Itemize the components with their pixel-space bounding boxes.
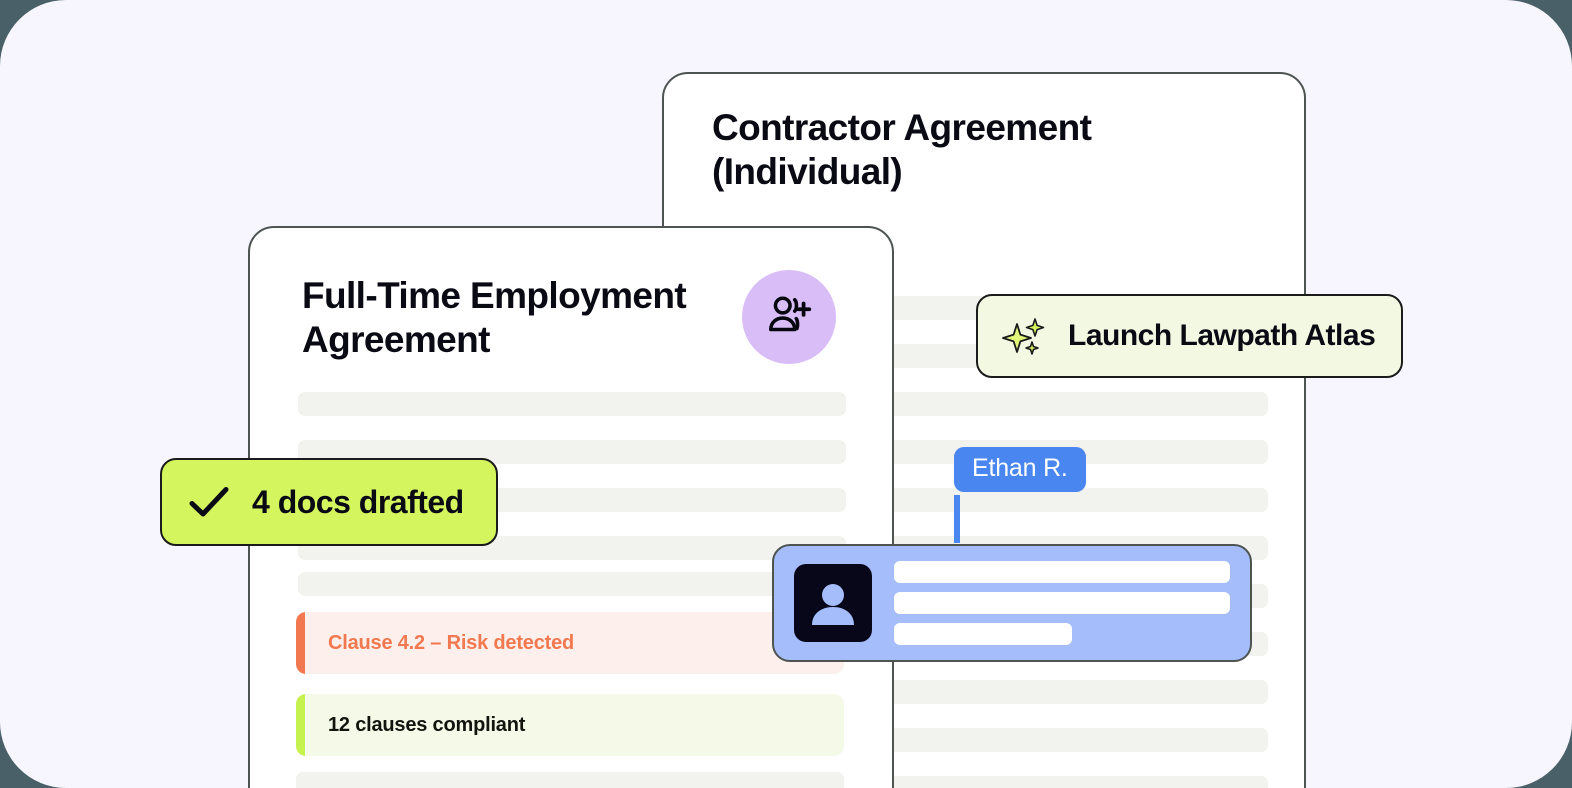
cursor-stem bbox=[954, 495, 960, 543]
placeholder-line bbox=[894, 623, 1073, 645]
badge-launch-atlas-label: Launch Lawpath Atlas bbox=[1068, 319, 1376, 352]
avatar bbox=[794, 564, 872, 642]
skeleton-line bbox=[298, 572, 846, 596]
status-accent-bar bbox=[296, 612, 305, 674]
skeleton-line bbox=[296, 772, 844, 788]
clause-risk-label: Clause 4.2 – Risk detected bbox=[328, 631, 575, 654]
clause-row-compliant[interactable]: 12 clauses compliant bbox=[296, 694, 844, 756]
collaborator-cursor-label: Ethan R. bbox=[954, 447, 1086, 492]
person-avatar-icon bbox=[812, 584, 854, 625]
placeholder-line bbox=[894, 561, 1230, 583]
collaborator-cursor-ethan: Ethan R. bbox=[954, 447, 1086, 543]
badge-docs-drafted[interactable]: 4 docs drafted bbox=[160, 458, 498, 546]
skeleton-line bbox=[298, 392, 846, 416]
collaborator-placeholder-lines bbox=[894, 561, 1230, 645]
badge-docs-drafted-label: 4 docs drafted bbox=[252, 483, 464, 520]
badge-launch-atlas[interactable]: Launch Lawpath Atlas bbox=[976, 294, 1404, 378]
sparkle-icon bbox=[1002, 318, 1045, 355]
collaborator-card[interactable] bbox=[772, 544, 1252, 662]
check-icon bbox=[189, 487, 229, 517]
clause-compliant-label: 12 clauses compliant bbox=[328, 713, 526, 736]
add-people-icon bbox=[769, 296, 812, 332]
status-accent-bar bbox=[296, 694, 305, 756]
placeholder-line bbox=[894, 592, 1230, 614]
document-title-employment: Full-Time Employment Agreement bbox=[302, 275, 687, 360]
clause-row-risk[interactable]: Clause 4.2 – Risk detected bbox=[296, 612, 844, 674]
document-title-contractor: Contractor Agreement (Individual) bbox=[712, 107, 1092, 192]
add-people-button[interactable] bbox=[742, 270, 836, 364]
